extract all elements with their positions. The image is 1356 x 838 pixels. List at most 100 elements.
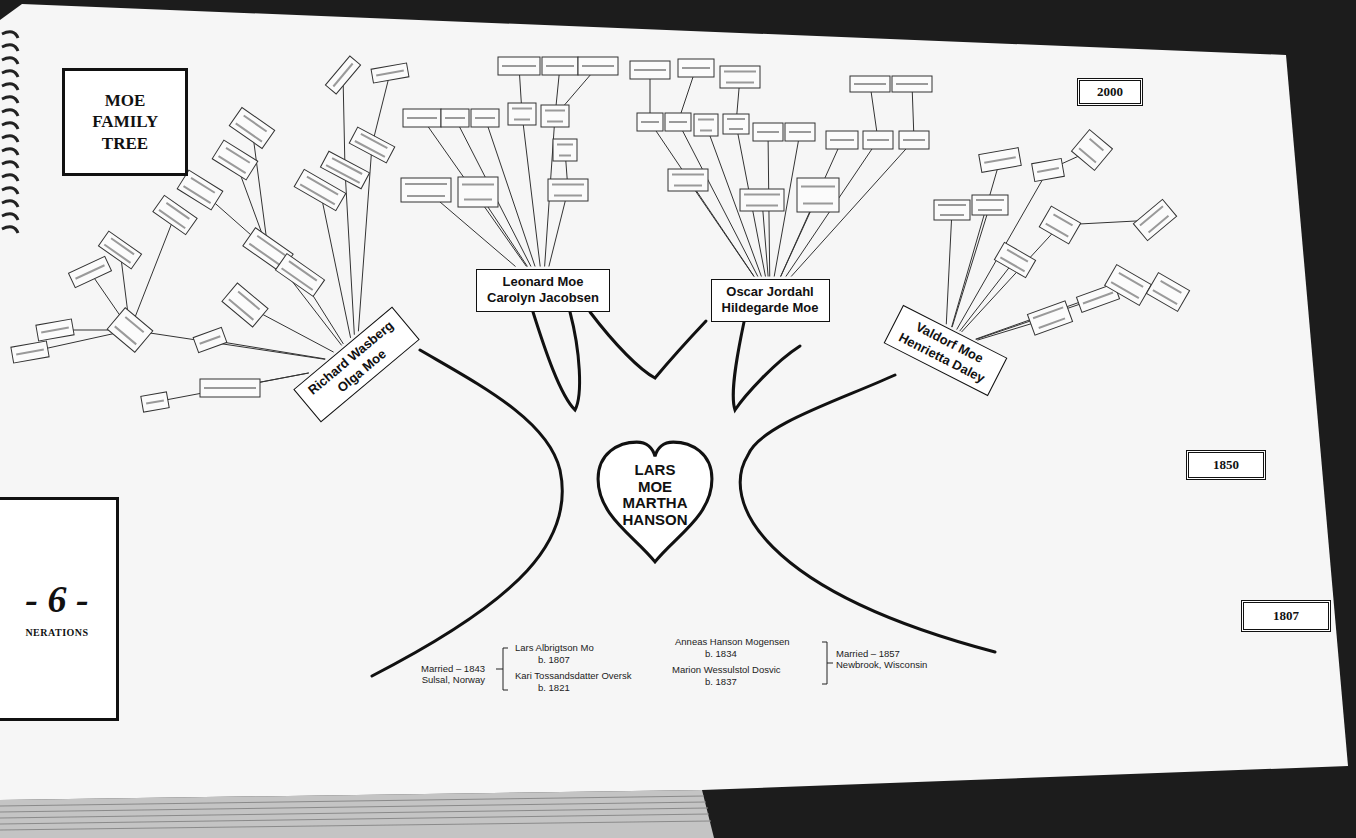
person-box-outline bbox=[1072, 130, 1113, 171]
year-label: 1807 bbox=[1273, 608, 1299, 624]
person-box bbox=[498, 57, 540, 75]
genealogy-note: Anneas Hanson Mogensen bbox=[675, 636, 825, 647]
text-placeholder bbox=[854, 83, 886, 85]
person-box-outline bbox=[1133, 199, 1176, 240]
text-placeholder bbox=[1000, 249, 1029, 272]
person-box-outline bbox=[785, 123, 815, 141]
person-box bbox=[325, 56, 360, 94]
text-placeholder bbox=[249, 235, 286, 266]
text-placeholder bbox=[669, 121, 687, 123]
person-box-outline bbox=[934, 200, 970, 220]
person-box-outline bbox=[320, 151, 369, 188]
person-box bbox=[665, 113, 691, 131]
twig-line bbox=[130, 330, 325, 359]
year-box: 1807 bbox=[1241, 600, 1331, 632]
person-box-outline bbox=[1032, 159, 1065, 182]
person-box bbox=[371, 63, 409, 83]
trunk-right bbox=[740, 375, 995, 652]
text-placeholder bbox=[355, 133, 389, 157]
page-edges bbox=[0, 796, 711, 830]
person-box bbox=[275, 254, 324, 297]
person-box-outline bbox=[471, 109, 499, 127]
text-placeholder bbox=[976, 200, 1004, 210]
text-placeholder bbox=[1111, 272, 1145, 298]
bracket bbox=[496, 648, 508, 690]
text-placeholder bbox=[326, 157, 364, 183]
person-box bbox=[548, 179, 588, 201]
person-box bbox=[1146, 273, 1189, 312]
person-box-outline bbox=[553, 139, 577, 161]
genealogy-note: b. 1807 bbox=[538, 654, 598, 665]
text-placeholder bbox=[75, 265, 104, 279]
person-box-outline bbox=[107, 308, 153, 353]
genealogy-note: b. 1834 bbox=[705, 648, 765, 659]
person-box bbox=[797, 178, 839, 212]
person-box-outline bbox=[1105, 265, 1152, 306]
text-placeholder bbox=[867, 139, 889, 141]
text-placeholder bbox=[1083, 293, 1113, 304]
title-text: MOE FAMILY TREE bbox=[92, 90, 157, 154]
person-box-outline bbox=[892, 76, 932, 92]
text-placeholder bbox=[727, 119, 745, 129]
text-placeholder bbox=[512, 109, 532, 120]
person-box-outline bbox=[826, 131, 858, 149]
branch-oscar bbox=[733, 322, 800, 410]
year-label: 2000 bbox=[1097, 84, 1123, 100]
person-box-outline bbox=[541, 105, 569, 127]
text-placeholder bbox=[552, 185, 584, 196]
person-box-outline bbox=[637, 113, 663, 131]
person-box bbox=[212, 140, 258, 180]
text-placeholder bbox=[462, 185, 494, 200]
descendant-lines bbox=[30, 66, 1168, 402]
person-box bbox=[1133, 199, 1176, 240]
book-page bbox=[0, 4, 1348, 800]
person-box-outline bbox=[1146, 273, 1189, 312]
person-box-outline bbox=[899, 131, 929, 149]
bracket bbox=[822, 642, 833, 684]
twig-line bbox=[345, 170, 354, 335]
person-box bbox=[1039, 206, 1080, 244]
person-box-outline bbox=[972, 195, 1008, 215]
person-box bbox=[441, 109, 469, 127]
text-placeholder bbox=[204, 387, 256, 389]
twig-line bbox=[952, 205, 990, 327]
person-box bbox=[637, 113, 663, 131]
person-box bbox=[153, 195, 197, 234]
person-box-outline bbox=[349, 127, 395, 163]
text-placeholder bbox=[634, 69, 666, 71]
person-box bbox=[785, 123, 815, 141]
person-box bbox=[994, 242, 1035, 277]
text-placeholder bbox=[801, 187, 835, 204]
text-placeholder bbox=[300, 176, 340, 205]
text-placeholder bbox=[502, 65, 536, 67]
text-placeholder bbox=[682, 67, 710, 69]
person-box bbox=[222, 283, 268, 327]
person-box bbox=[979, 148, 1022, 173]
person-name: Carolyn Jacobsen bbox=[487, 290, 599, 306]
person-box bbox=[1032, 159, 1065, 182]
person-name: Leonard Moe bbox=[503, 274, 584, 290]
person-box-outline bbox=[11, 341, 49, 363]
person-box-outline bbox=[153, 195, 197, 234]
text-placeholder bbox=[938, 205, 966, 215]
person-box-outline bbox=[542, 57, 578, 75]
person-box-outline bbox=[797, 178, 839, 212]
person-box bbox=[229, 108, 274, 149]
person-box-outline bbox=[36, 319, 74, 341]
text-placeholder bbox=[1037, 168, 1059, 172]
person-box bbox=[541, 105, 569, 127]
title-box: MOE FAMILY TREE bbox=[62, 68, 188, 176]
person-box bbox=[972, 195, 1008, 215]
person-box bbox=[740, 189, 784, 211]
person-box bbox=[899, 131, 929, 149]
person-box bbox=[1027, 301, 1072, 335]
twig-line bbox=[210, 340, 325, 359]
person-box-outline bbox=[548, 179, 588, 201]
person-box-outline bbox=[222, 283, 268, 327]
text-placeholder bbox=[698, 120, 714, 131]
text-placeholder bbox=[546, 65, 574, 67]
text-placeholder bbox=[200, 336, 221, 344]
person-box bbox=[630, 61, 670, 79]
text-placeholder bbox=[229, 290, 261, 320]
person-box bbox=[107, 308, 153, 353]
